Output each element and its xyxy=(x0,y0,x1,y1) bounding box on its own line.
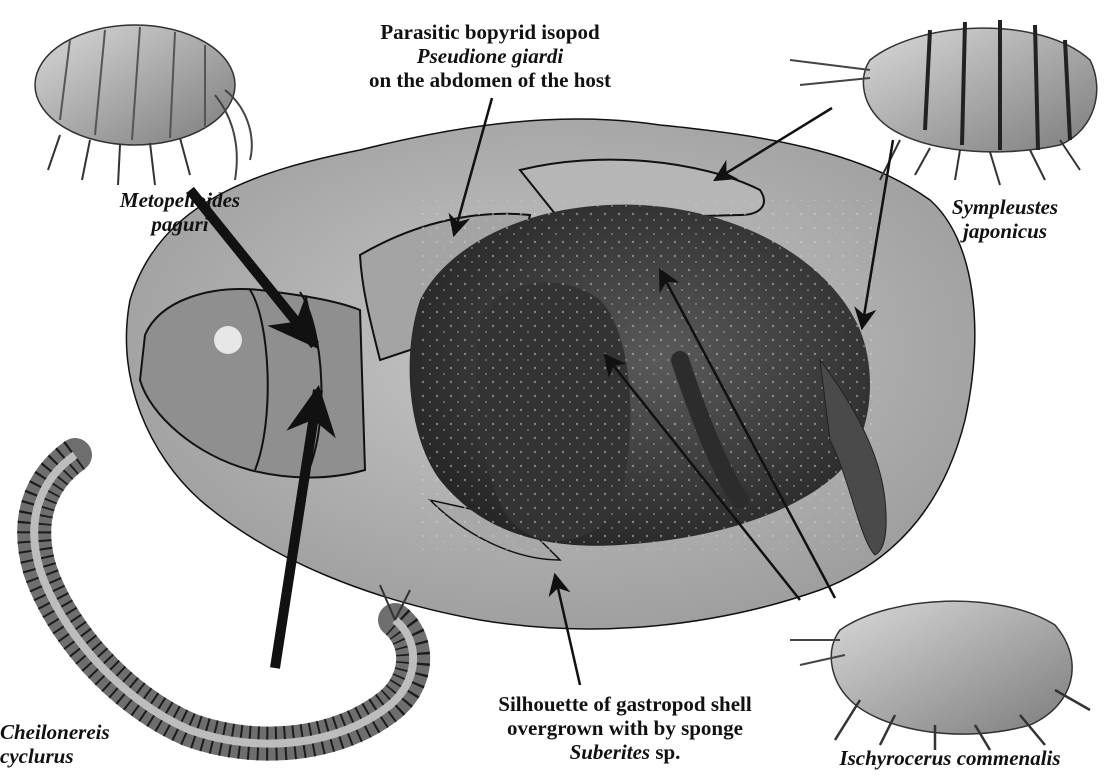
amphipod-icon-ischyrocerus xyxy=(790,601,1090,750)
label-ischyrocerus: Ischyrocerus commenalis xyxy=(820,746,1080,770)
hermit-crab-icon xyxy=(410,200,887,555)
label-metopelloides: Metopelloides paguri xyxy=(80,188,280,236)
label-sympleustes: Sympleustes japonicus xyxy=(905,195,1105,243)
label-silhouette: Silhouette of gastropod shell overgrown … xyxy=(460,692,790,764)
label-cheilonereis: Cheilonereis cyclurus xyxy=(0,720,150,768)
label-parasite: Parasitic bopyrid isopod Pseudione giard… xyxy=(330,20,650,92)
amphipod-icon-metopelloides xyxy=(35,25,252,185)
